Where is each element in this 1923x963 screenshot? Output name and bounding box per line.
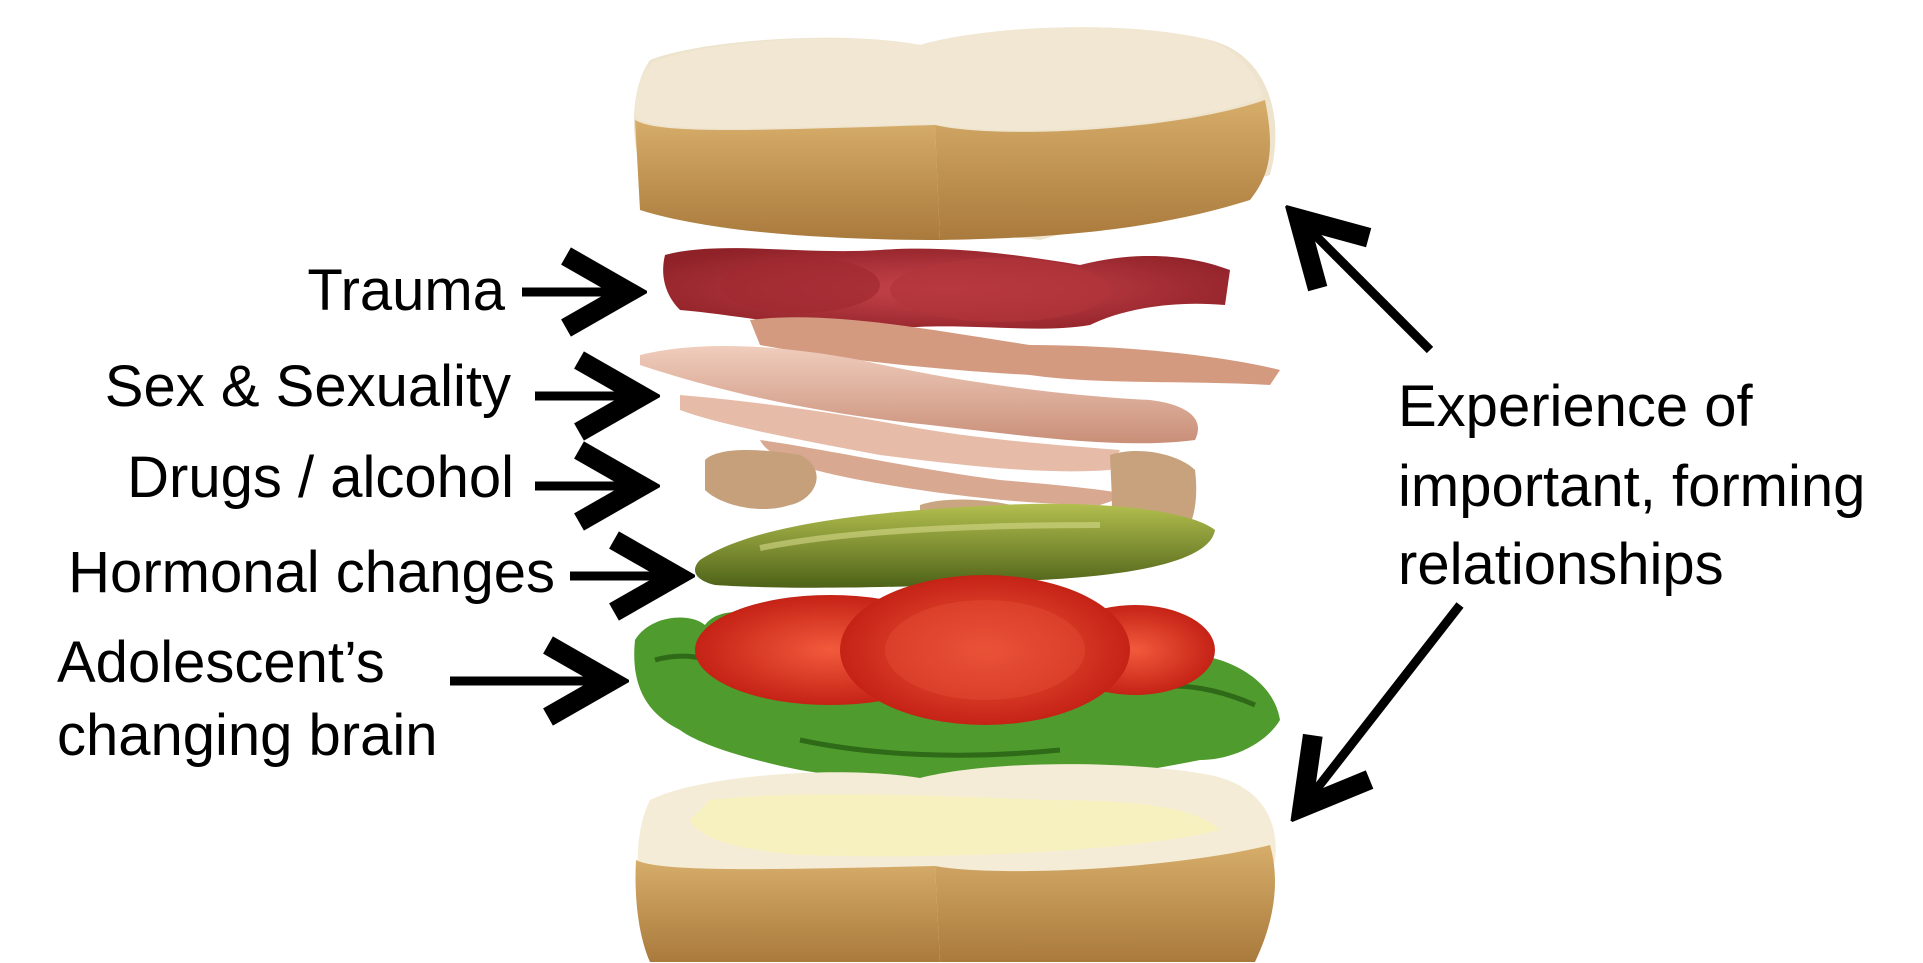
label-drugs-alcohol: Drugs / alcohol (127, 443, 514, 513)
label-relationships-line3: relationships (1398, 530, 1724, 600)
label-relationships-line1: Experience of (1398, 372, 1753, 442)
arrow-to-top-bread (1305, 225, 1430, 350)
label-adolescent-brain-line2: changing brain (57, 701, 438, 771)
label-sex-sexuality: Sex & Sexuality (105, 352, 511, 422)
label-adolescent-brain-line1: Adolescent’s (57, 628, 385, 698)
label-relationships-line2: important, forming (1398, 452, 1865, 522)
label-trauma: Trauma (307, 256, 505, 326)
top-bread-slice (634, 27, 1275, 240)
salami-slices (663, 248, 1230, 330)
bottom-bread-slice (636, 764, 1276, 962)
pickle-slice (695, 504, 1215, 588)
label-hormonal-changes: Hormonal changes (68, 538, 555, 608)
arrow-to-bottom-bread (1308, 605, 1460, 800)
